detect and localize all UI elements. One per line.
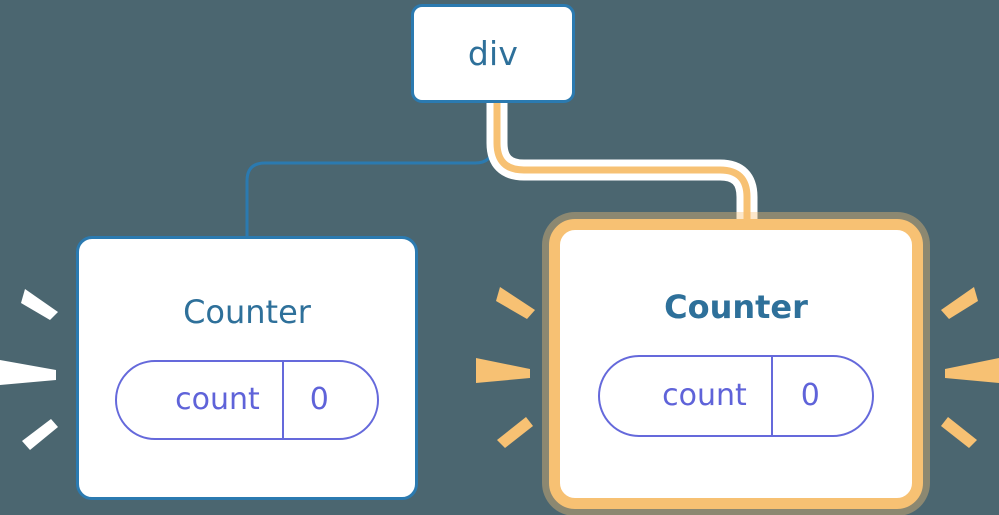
state-pill-counter-right: count 0 — [598, 355, 874, 437]
state-value: 0 — [281, 362, 377, 438]
state-key: count — [175, 382, 260, 417]
node-counter-left-label: Counter — [183, 293, 311, 331]
node-counter-left[interactable]: Counter count 0 — [76, 236, 418, 500]
state-value: 0 — [770, 357, 872, 435]
edge-div-to-counter-left — [245, 101, 495, 240]
state-key: count — [662, 378, 747, 413]
node-counter-right-label: Counter — [664, 288, 808, 326]
edge-div-to-counter-right — [493, 103, 751, 232]
state-pill-counter-left: count 0 — [115, 360, 379, 440]
node-div[interactable]: div — [411, 4, 575, 103]
node-div-label: div — [467, 34, 519, 73]
node-counter-right[interactable]: Counter count 0 — [549, 219, 923, 509]
